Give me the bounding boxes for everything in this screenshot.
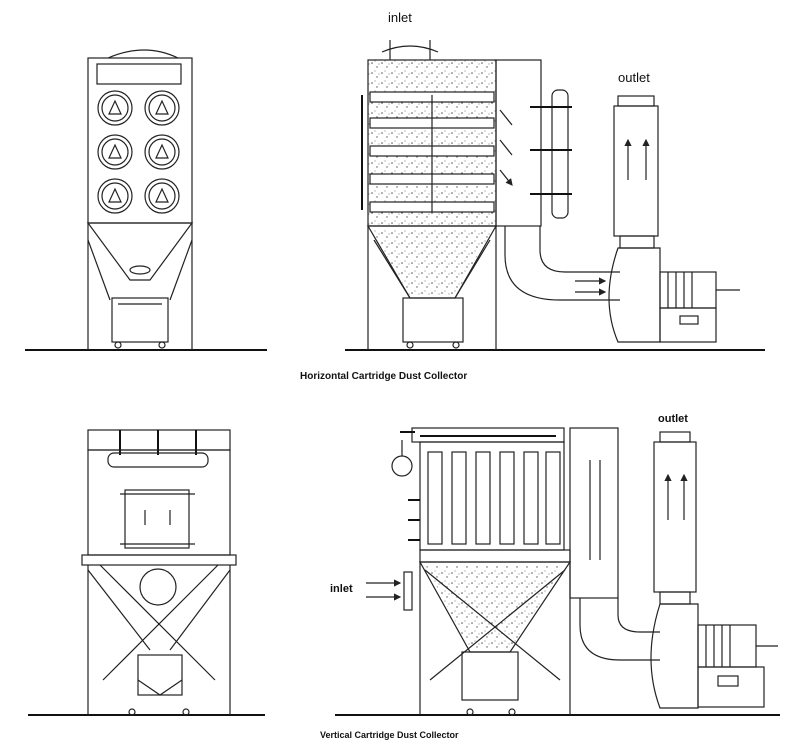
vertical-collector-front-view: [28, 429, 265, 716]
exhaust-stack: [613, 105, 659, 237]
fan-housing: [650, 603, 699, 709]
clean-air-duct: [569, 427, 619, 599]
horizontal-collector-side-view: inlet: [345, 10, 765, 351]
vertical-collector-side-view: inlet outlet: [330, 413, 780, 716]
top-caption: Horizontal Cartridge Dust Collector: [300, 371, 467, 382]
pulse-header: [551, 89, 569, 219]
inlet-flange: [139, 568, 177, 606]
circle-with-triangle-icon: [144, 178, 180, 214]
access-door: [124, 489, 190, 549]
inlet-flange: [403, 571, 413, 611]
outlet-label: outlet: [658, 413, 688, 425]
inlet-label: inlet: [330, 583, 353, 595]
motor: [697, 624, 757, 668]
bottom-caption: Vertical Cartridge Dust Collector: [320, 730, 459, 740]
circle-with-triangle-icon: [97, 134, 133, 170]
hopper: [86, 222, 194, 281]
outlet-duct: [504, 226, 620, 301]
pulse-header: [107, 452, 209, 468]
fan-housing: [608, 247, 661, 343]
circle-with-triangle-icon: [144, 134, 180, 170]
circle-with-triangle-icon: [97, 178, 133, 214]
vertical-cartridges: [427, 451, 561, 545]
inlet-label: inlet: [388, 10, 412, 25]
cabinet-body: [87, 449, 231, 556]
dust-bin: [137, 654, 183, 696]
dust-bin: [461, 651, 519, 701]
circle-with-triangle-icon: [97, 90, 133, 126]
outlet-label: outlet: [618, 70, 650, 85]
dust-bin: [402, 297, 464, 343]
horizontal-collector-front-view: [25, 49, 267, 351]
cartridge-doors: [97, 90, 180, 214]
dust-bin: [111, 297, 169, 343]
outlet-duct: [579, 598, 660, 661]
exhaust-stack: [653, 441, 697, 593]
nameplate: [96, 63, 182, 85]
cabinet-body: [87, 57, 193, 224]
circle-with-triangle-icon: [144, 90, 180, 126]
